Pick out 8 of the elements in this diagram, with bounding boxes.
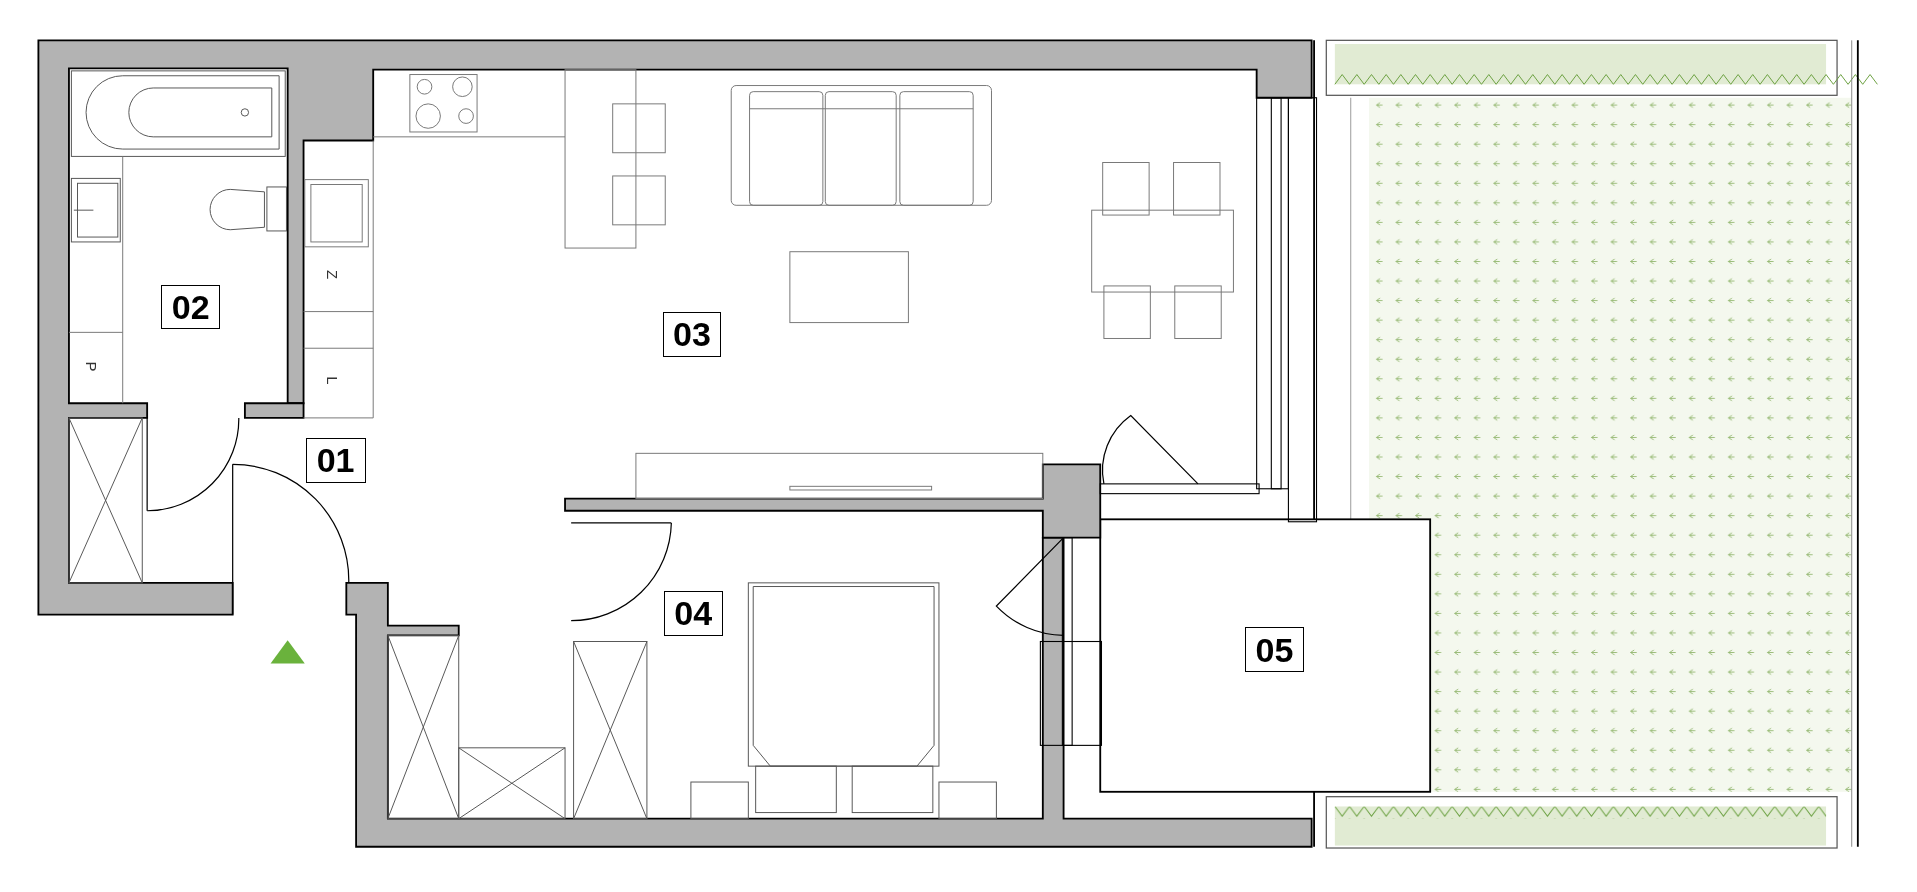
room-number: 02 xyxy=(161,284,221,329)
room-number: 01 xyxy=(305,437,366,483)
cabinet-letter: L xyxy=(324,376,340,385)
cabinet-letter: Z xyxy=(324,269,340,279)
cabinet-letter: P xyxy=(83,361,99,372)
room-number: 03 xyxy=(662,311,722,357)
room-number: 04 xyxy=(663,590,723,636)
room-number: 05 xyxy=(1244,627,1305,673)
